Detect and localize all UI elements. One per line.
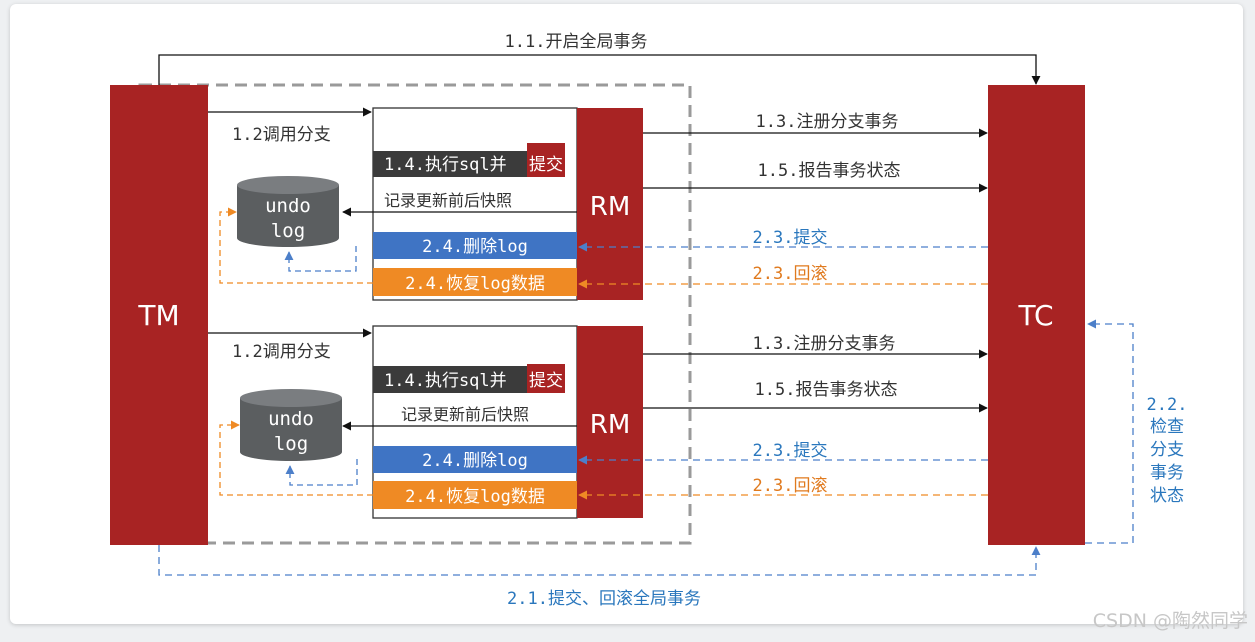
exec-commit-box-2 <box>527 364 565 393</box>
check-status-arrow <box>1085 319 1134 544</box>
tm-box <box>110 85 208 545</box>
exec-sql-box-2 <box>373 366 527 393</box>
global-commit-label: 2.1.提交、回滚全局事务 <box>507 589 701 609</box>
branch-1: RM 1.2调用分支 1.4.执行sql并 提交 记录更新前后快照 undo l… <box>208 107 988 301</box>
check-status-label: 2.2. 检查 分支 事务 状态 <box>1147 395 1188 506</box>
delete-to-db-arrow-1 <box>284 246 357 272</box>
call-branch-label-2: 1.2调用分支 <box>232 342 331 362</box>
start-global-label: 1.1.开启全局事务 <box>505 32 648 52</box>
restore-log-box-1 <box>373 268 577 296</box>
restore-log-label-2: 2.4.恢复log数据 <box>405 487 545 507</box>
check-status-line-2: 检查 <box>1150 417 1184 437</box>
snapshot-label-1: 记录更新前后快照 <box>384 191 512 210</box>
commit-label-1: 2.3.提交 <box>753 228 828 248</box>
delete-to-db-arrow-2 <box>285 459 358 486</box>
register-label-2: 1.3.注册分支事务 <box>753 334 896 354</box>
snapshot-label-2: 记录更新前后快照 <box>401 405 529 424</box>
exec-commit-label-1: 提交 <box>529 155 563 175</box>
check-status-line-3: 分支 <box>1150 440 1184 460</box>
report-label-1: 1.5.报告事务状态 <box>758 161 901 181</box>
exec-sql-box-1 <box>373 151 527 177</box>
rm-label-2: RM <box>590 410 631 440</box>
log-label-2: log <box>274 433 308 455</box>
delete-log-label-1: 2.4.删除log <box>422 237 528 257</box>
report-label-2: 1.5.报告事务状态 <box>755 380 898 400</box>
undo-label-1: undo <box>265 195 311 217</box>
commit-label-2: 2.3.提交 <box>753 441 828 461</box>
rm-box-1 <box>577 108 643 300</box>
check-status-line-5: 状态 <box>1150 486 1184 506</box>
exec-commit-label-2: 提交 <box>529 371 563 391</box>
undo-log-db-1: undo log <box>237 176 339 247</box>
rollback-label-2: 2.3.回滚 <box>753 476 828 496</box>
tm-label: TM <box>137 299 179 332</box>
undo-log-db-2: undo log <box>240 389 342 461</box>
delete-log-label-2: 2.4.删除log <box>422 451 528 471</box>
delete-log-box-1 <box>373 232 577 259</box>
register-label-1: 1.3.注册分支事务 <box>756 112 899 132</box>
rollback-label-1: 2.3.回滚 <box>753 264 828 284</box>
restore-log-label-1: 2.4.恢复log数据 <box>405 274 545 294</box>
exec-commit-box-1 <box>527 143 565 177</box>
watermark: CSDN @陶然同学 <box>1093 610 1248 632</box>
log-label-1: log <box>271 220 305 242</box>
check-status-line-4: 事务 <box>1150 463 1184 483</box>
restore-to-db-arrow-2 <box>219 420 373 496</box>
restore-log-box-2 <box>373 481 577 509</box>
exec-sql-label-2: 1.4.执行sql并 <box>384 371 507 391</box>
tc-box <box>988 85 1085 545</box>
branch-2: RM 1.2调用分支 1.4.执行sql并 提交 记录更新前后快照 undo l… <box>208 325 988 519</box>
rm-box-2 <box>577 326 643 518</box>
restore-to-db-arrow-1 <box>219 207 373 284</box>
rm-label-1: RM <box>590 192 631 222</box>
tc-label: TC <box>1017 299 1053 332</box>
exec-sql-label-1: 1.4.执行sql并 <box>384 155 507 175</box>
undo-label-2: undo <box>268 408 314 430</box>
call-branch-label-1: 1.2调用分支 <box>232 125 331 145</box>
check-status-line-1: 2.2. <box>1147 395 1188 415</box>
delete-log-box-2 <box>373 446 577 473</box>
start-global-arrow <box>158 54 1041 85</box>
global-commit-arrow <box>158 545 1041 576</box>
